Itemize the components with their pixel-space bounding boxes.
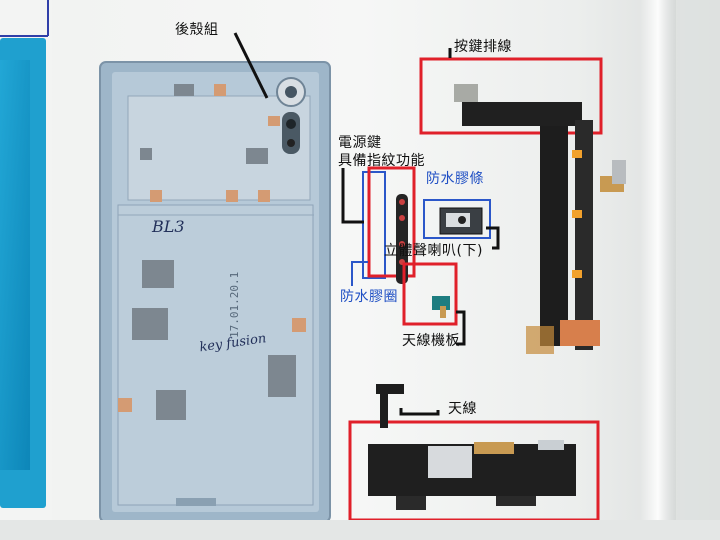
label-back-shell: 後殼組 [175, 22, 219, 38]
label-speaker: 立體聲喇叭(下) [384, 243, 483, 259]
waterproof-ring-leader [351, 261, 368, 286]
button-flex-box [419, 57, 603, 135]
bottom-frame [0, 520, 720, 540]
speaker-assembly [423, 199, 491, 239]
label-power-key-1: 電源鍵 [338, 135, 382, 151]
label-waterproof-strip: 防水膠條 [426, 171, 484, 187]
date-print: 17.01.20.1 [228, 272, 241, 338]
button-flex-cable [454, 84, 626, 354]
power-key-assembly [362, 166, 416, 284]
label-power-key-2: 具備指紋功能 [338, 153, 425, 169]
glass-edge [680, 0, 720, 540]
back-shell-leader [233, 32, 269, 99]
label-waterproof-ring: 防水膠圈 [340, 289, 398, 305]
antenna-board-box [402, 262, 458, 326]
power-key-leader [341, 168, 364, 224]
back-shell-assembly [99, 61, 331, 523]
label-antenna-board: 天線機板 [402, 333, 460, 349]
label-antenna: 天線 [448, 401, 477, 417]
glass-reflection-right [640, 0, 676, 540]
antenna-assembly [368, 384, 576, 510]
screen-panel [0, 0, 52, 520]
handwritten-code: BL3 [151, 217, 185, 236]
antenna-board-leader [456, 310, 466, 346]
speaker-leader [486, 226, 500, 250]
label-button-flex: 按鍵排線 [454, 39, 512, 55]
antenna-board [432, 296, 450, 318]
antenna-leader [399, 408, 440, 416]
